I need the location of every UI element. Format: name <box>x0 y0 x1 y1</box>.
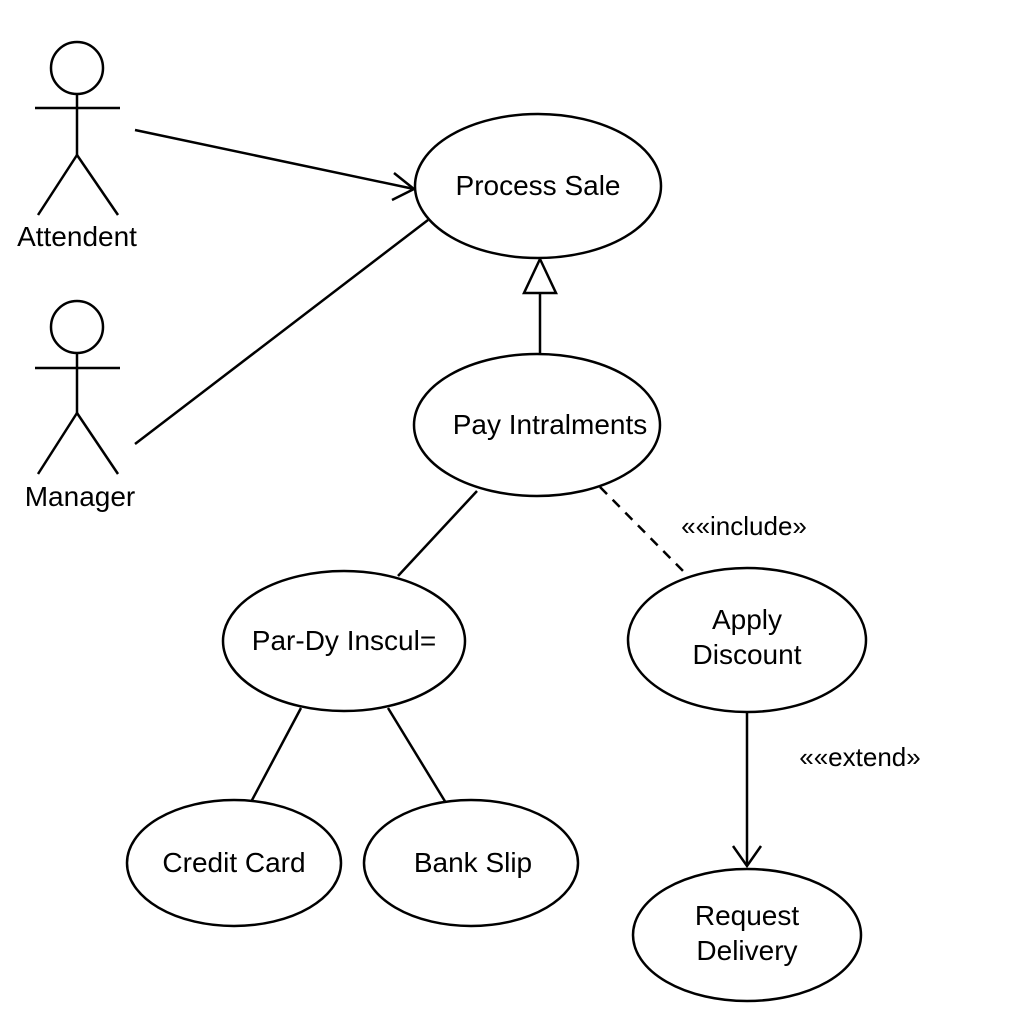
association-attendent-process-sale <box>134 128 417 202</box>
use-case-label-line-2: Discount <box>693 639 802 670</box>
actor-right-leg <box>75 154 120 216</box>
actor-attendent: Attendent <box>17 40 137 252</box>
include-stereotype-label: ««include» <box>681 511 807 541</box>
actor-left-leg <box>36 412 79 475</box>
actor-manager: Manager <box>25 299 136 512</box>
use-case-request-delivery: Request Delivery <box>631 867 863 1003</box>
include-dependency-line <box>599 486 687 575</box>
use-case-label-line-1: Apply <box>712 604 782 635</box>
use-case-pay-in-full: Par-Dy Inscul= <box>221 569 467 713</box>
use-case-label-line-1: Request <box>695 900 800 931</box>
use-case-label-line-2: Delivery <box>696 935 797 966</box>
open-arrowhead <box>731 845 763 869</box>
extend-dependency-line <box>731 712 763 869</box>
actor-label-attendent: Attendent <box>17 221 137 252</box>
association-manager-process-sale <box>134 219 429 445</box>
actor-head <box>49 40 105 96</box>
use-case-label: Par-Dy Inscul= <box>252 625 436 656</box>
actor-right-leg <box>75 412 120 475</box>
association-installments-payin <box>397 490 478 577</box>
generalization-pay-installments-process-sale <box>522 256 558 355</box>
use-case-apply-discount: Apply Discount <box>626 566 868 714</box>
use-case-label: Process Sale <box>456 170 621 201</box>
actor-left-leg <box>36 154 79 216</box>
use-case-label: Credit Card <box>162 847 305 878</box>
use-case-label: Pay Intralments <box>453 409 648 440</box>
actor-head <box>49 299 105 355</box>
use-case-label: Bank Slip <box>414 847 532 878</box>
use-case-credit-card: Credit Card <box>125 798 343 928</box>
actor-label-manager: Manager <box>25 481 136 512</box>
association-payin-bank-slip <box>386 707 448 804</box>
hollow-triangle-arrowhead <box>522 256 558 295</box>
extend-stereotype-label: ««extend» <box>799 742 920 772</box>
use-case-process-sale: Process Sale <box>413 112 663 260</box>
use-case-bank-slip: Bank Slip <box>362 798 580 928</box>
association-payin-credit-card <box>249 707 303 803</box>
use-case-pay-installments: Pay Intralments <box>412 352 662 498</box>
